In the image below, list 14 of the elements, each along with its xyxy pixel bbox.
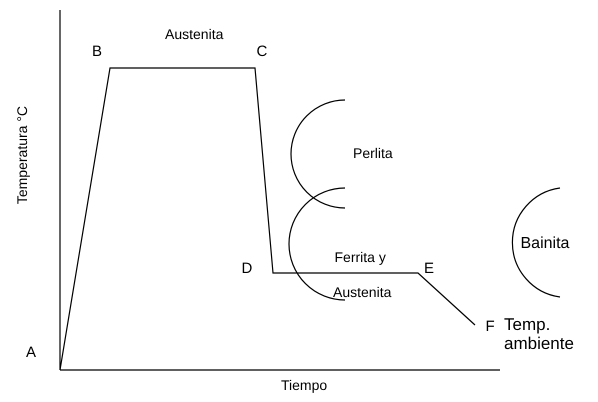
reference-label: Temp. ambiente <box>504 314 575 354</box>
region-label: Austenita <box>165 26 224 42</box>
point-label: A <box>26 344 36 361</box>
point-label: F <box>486 318 495 335</box>
region-label: Perlita <box>353 145 393 162</box>
point-label: E <box>424 260 434 277</box>
point-label: C <box>256 42 268 60</box>
point-label: B <box>92 42 102 60</box>
region-label: Ferrita y <box>334 249 386 266</box>
axis-title: Tiempo <box>281 377 328 394</box>
region-label: Bainita <box>520 235 570 254</box>
point-label: D <box>242 260 252 277</box>
axis-title: Temperatura °C <box>14 106 30 204</box>
region-label: Austenita <box>333 284 392 300</box>
